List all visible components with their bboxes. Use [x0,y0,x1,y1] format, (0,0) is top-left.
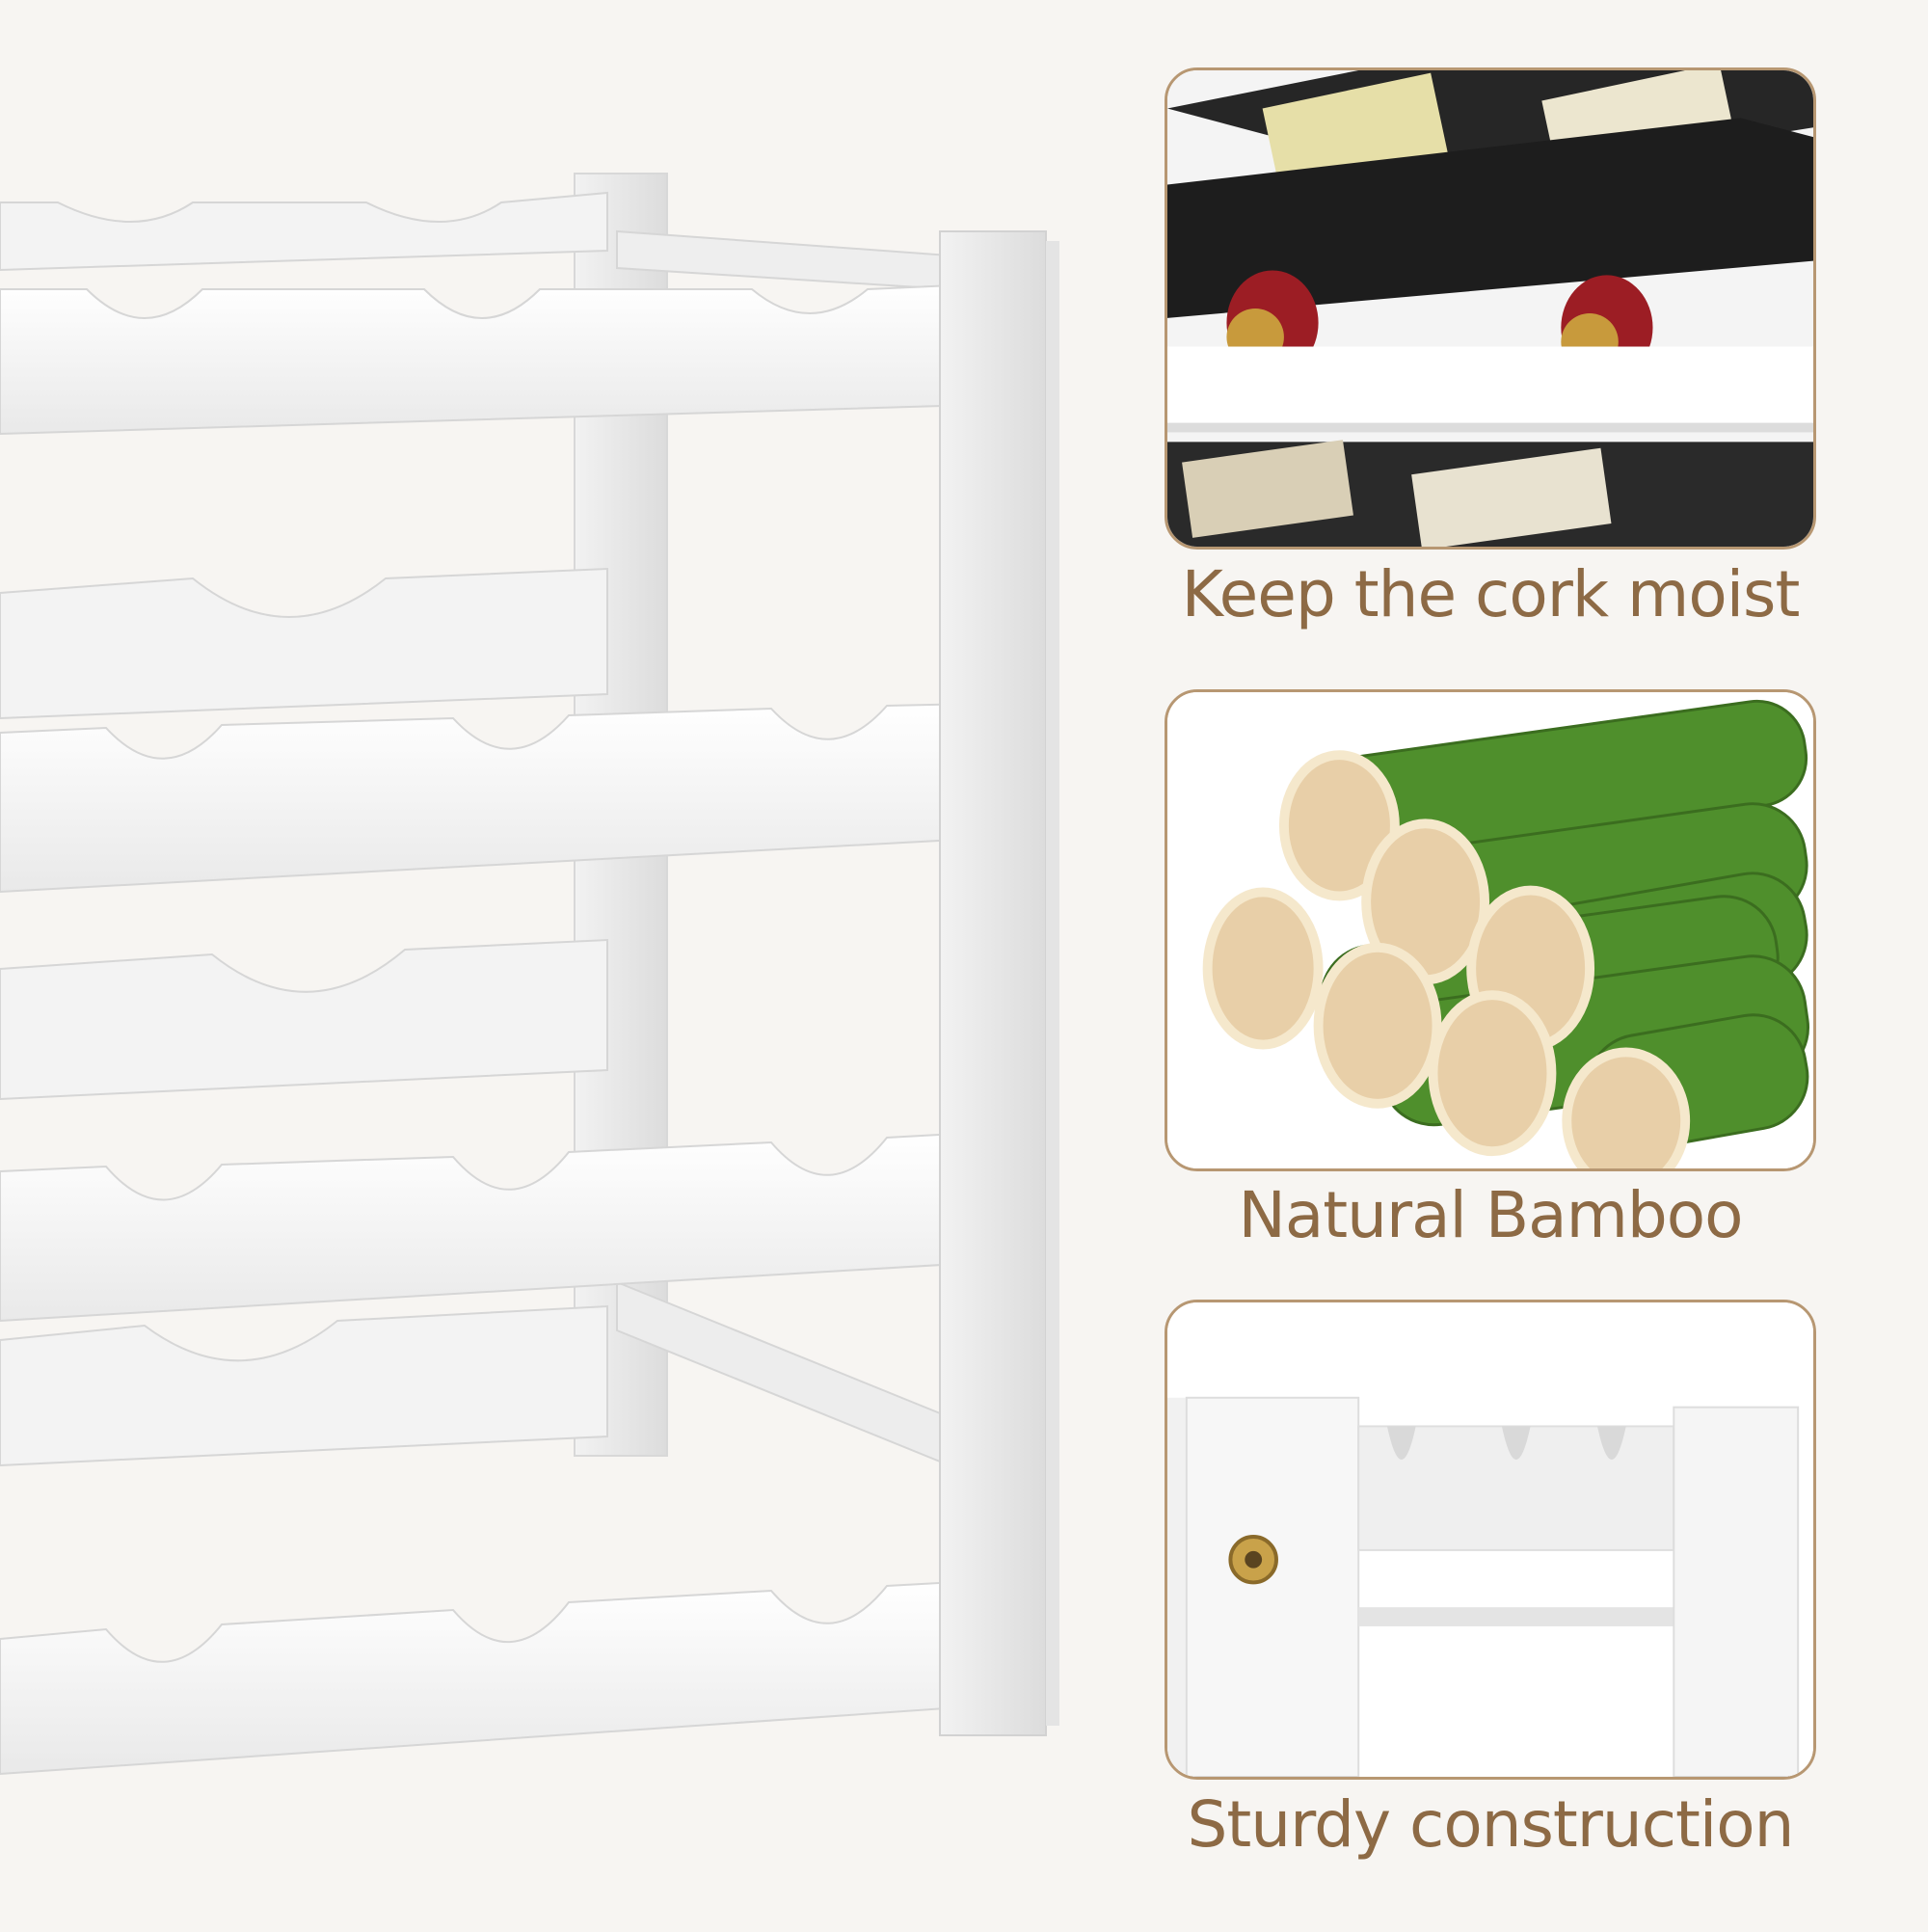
feature-image-construction [1165,1300,1816,1780]
front-post-right [939,230,1047,1736]
front-rails [0,282,975,1776]
wine-rack-illustration [0,173,1059,1776]
feature-image-cork [1165,67,1816,550]
wine-bottles-image [1167,70,1813,547]
back-rails [0,191,608,1467]
caption-bamboo: Natural Bamboo [1238,1178,1743,1252]
rack-joint-image [1167,1302,1813,1777]
caption-construction: Sturdy construction [1187,1787,1795,1862]
wine-rack-drawing [0,173,1059,1776]
caption-cork: Keep the cork moist [1181,557,1801,631]
feature-image-bamboo [1165,689,1816,1171]
bamboo-stalks-image [1167,692,1813,1168]
front-post-edge [1046,241,1059,1726]
